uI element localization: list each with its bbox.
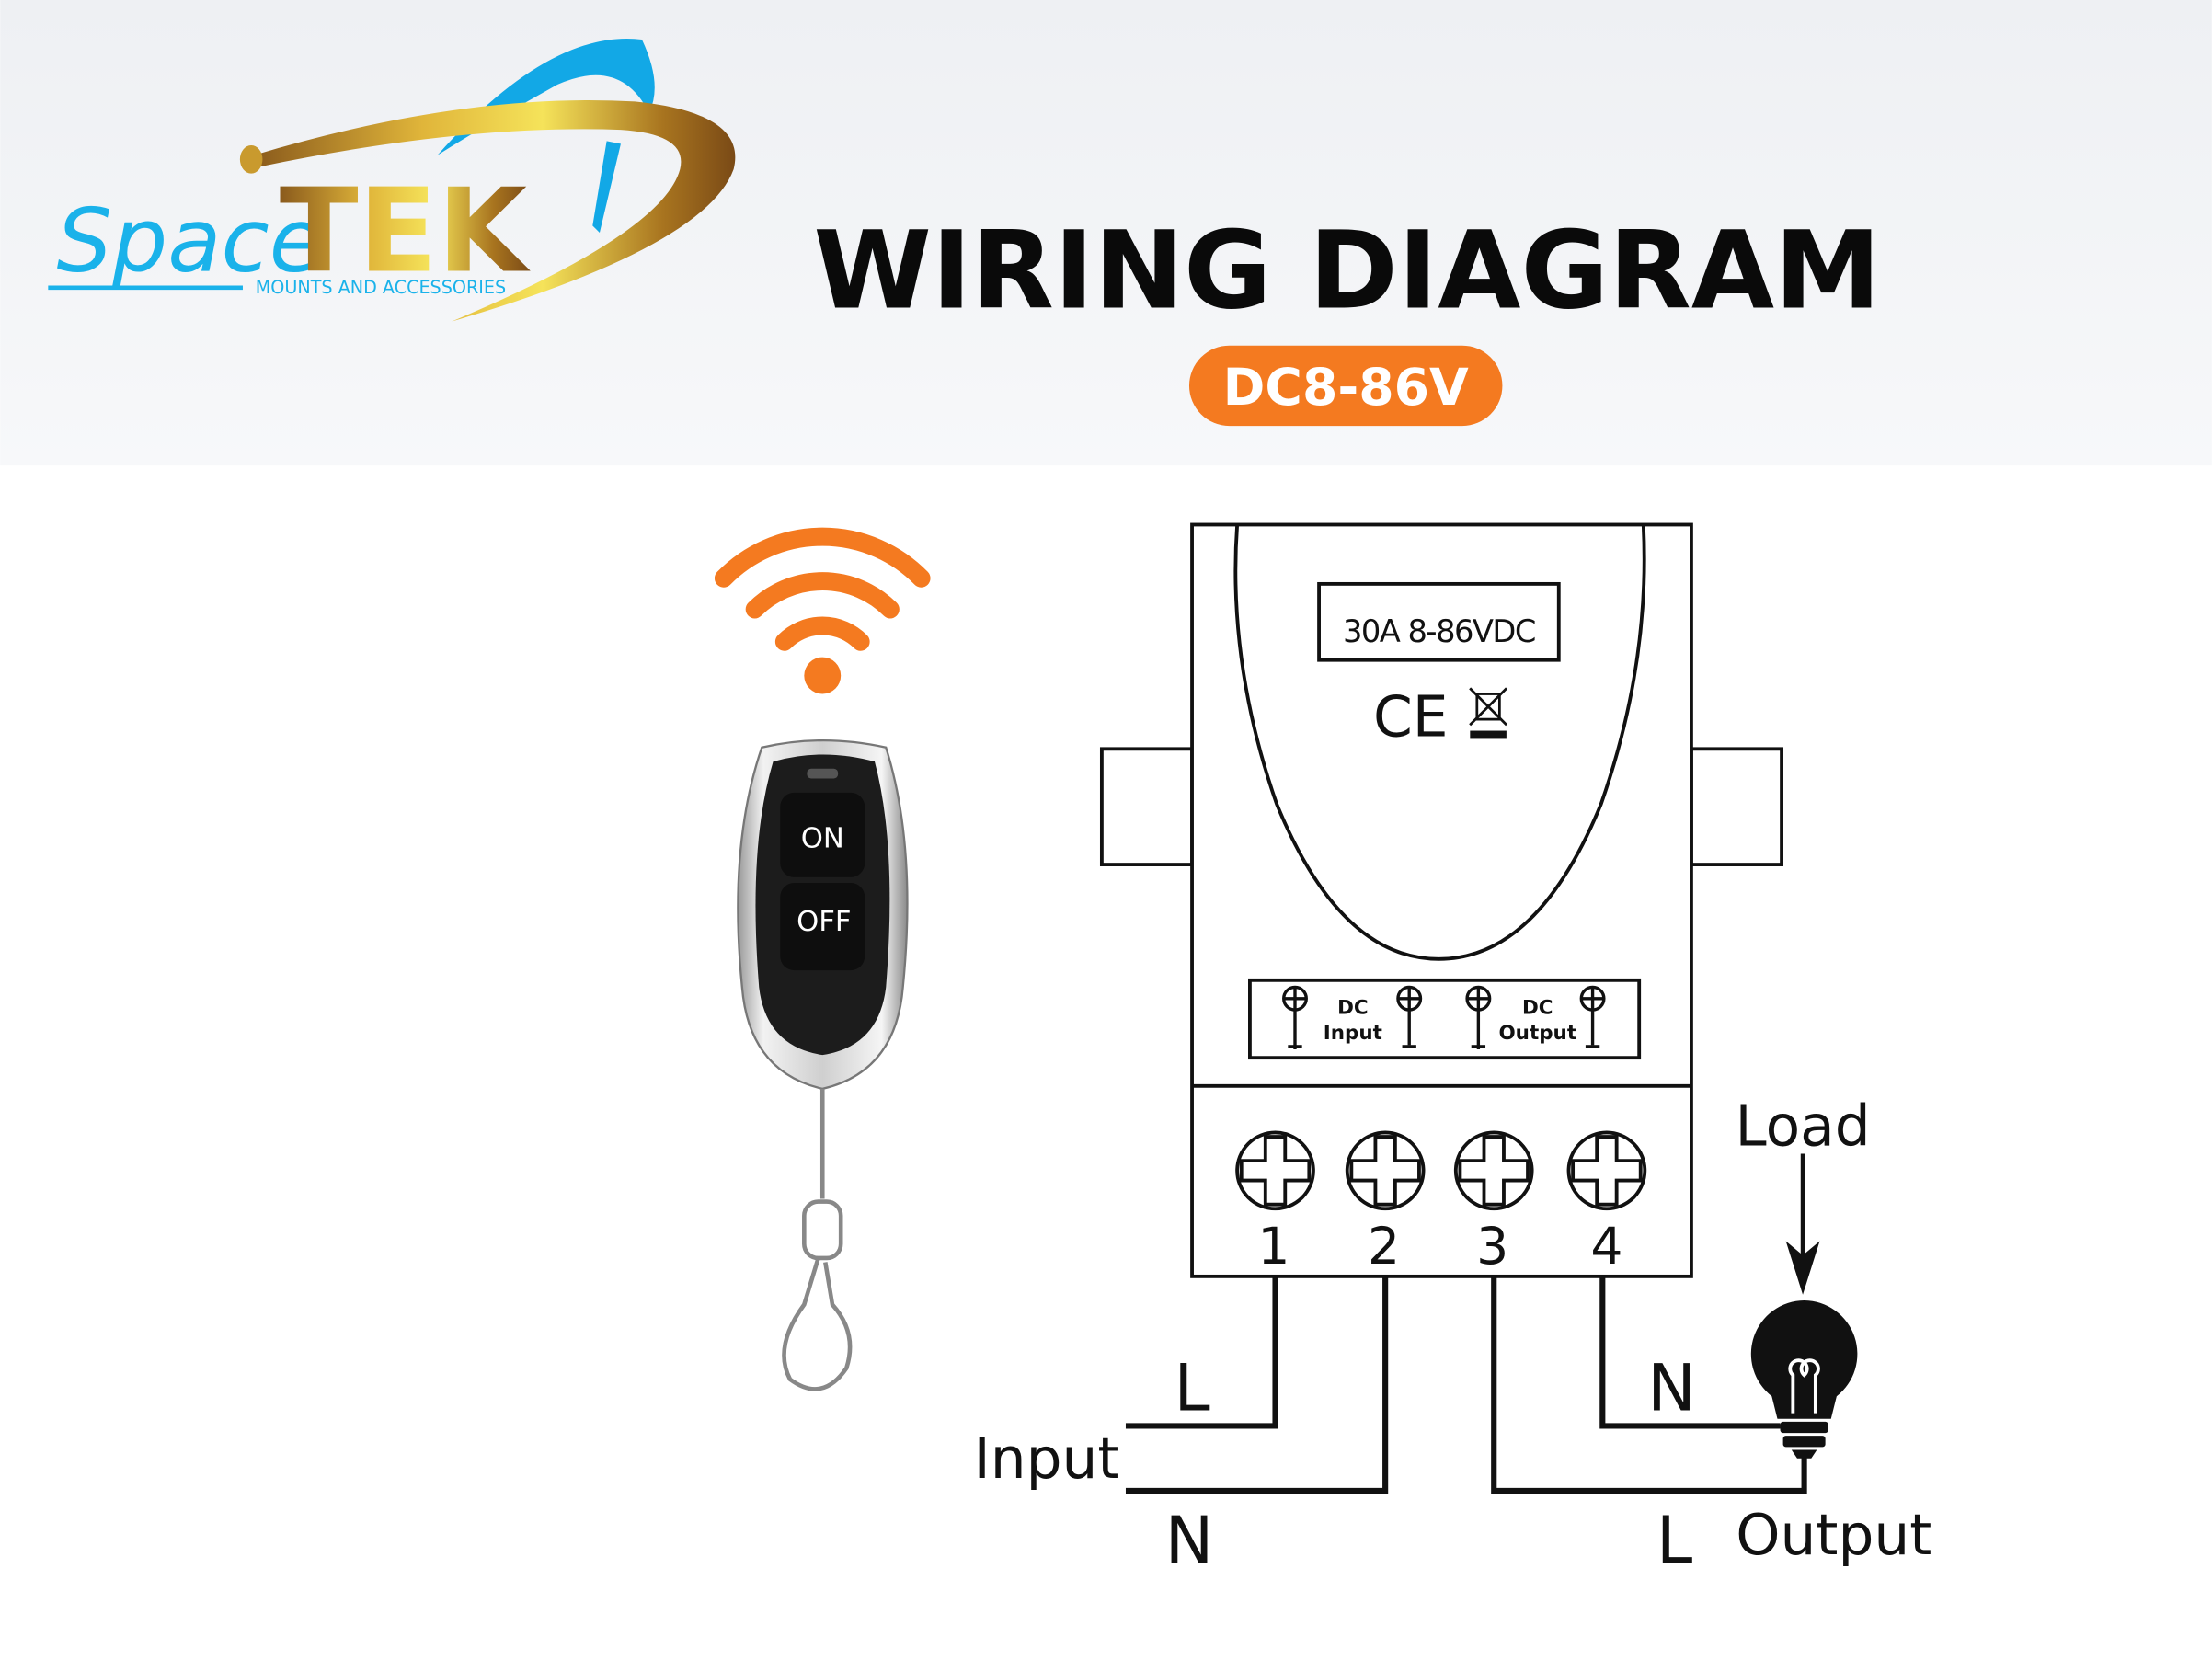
header-band (0, 0, 2212, 466)
wifi-signal-icon (714, 527, 931, 694)
wire-input-L (1125, 1276, 1278, 1429)
ce-mark: CE (1373, 685, 1449, 750)
rating-label: 30A 8-86VDC (1343, 613, 1535, 649)
voltage-badge-text: DC8-86V (1223, 359, 1469, 418)
dc-input-positive-icon (1282, 985, 1308, 1049)
output-label: Output (1736, 1503, 1931, 1568)
screw-terminal-4 (1566, 1130, 1647, 1211)
input-label: Input (974, 1426, 1120, 1492)
logo-main: TEK (280, 163, 532, 298)
terminal-number-2: 2 (1368, 1218, 1400, 1276)
voltage-badge (1188, 345, 1503, 427)
on-label: ON (801, 823, 844, 855)
dc-input-label-1: DC (1337, 997, 1369, 1020)
off-label: OFF (797, 906, 851, 938)
logo-script: Space (57, 190, 324, 292)
wires (1125, 1276, 1807, 1494)
terminal-number-1: 1 (1257, 1218, 1289, 1276)
on-button[interactable] (780, 792, 865, 877)
terminal-number-3: 3 (1476, 1218, 1508, 1276)
page-title: WIRING DIAGRAM (813, 209, 1881, 333)
off-button[interactable] (780, 883, 865, 971)
load-arrow-icon (1785, 1153, 1820, 1295)
light-bulb-icon (1750, 1299, 1858, 1459)
dc-output-negative-icon (1579, 985, 1606, 1048)
input-L-label: L (1174, 1351, 1209, 1426)
wire-input-N (1125, 1276, 1389, 1494)
dc-input-label-2: Input (1324, 1022, 1382, 1045)
screw-terminal-1 (1235, 1130, 1315, 1211)
logo-tagline: MOUNTS AND ACCESSORIES (256, 277, 506, 298)
screw-terminal-2 (1345, 1130, 1426, 1211)
dc-output-label-2: Output (1498, 1022, 1576, 1045)
spacetek-logo: Space TEK MOUNTS AND ACCESSORIES (48, 38, 736, 322)
wire-output-N (1599, 1276, 1781, 1429)
load-label: Load (1736, 1093, 1871, 1159)
crossed-bin-icon (1469, 687, 1508, 739)
screw-terminal-3 (1453, 1130, 1534, 1211)
dc-output-label-1: DC (1522, 997, 1553, 1020)
output-L-label: L (1656, 1503, 1692, 1578)
terminal-number-4: 4 (1590, 1218, 1622, 1276)
dc-terminal-symbols (1282, 985, 1606, 1049)
dc-input-negative-icon (1396, 985, 1423, 1048)
wire-output-L (1491, 1276, 1807, 1494)
output-N-label: N (1647, 1351, 1696, 1426)
dc-output-positive-icon (1465, 985, 1492, 1049)
screw-terminals (1235, 1130, 1647, 1211)
remote-control: ON OFF (737, 738, 909, 1391)
keychain-icon (782, 1088, 853, 1391)
input-N-label: N (1165, 1503, 1214, 1578)
